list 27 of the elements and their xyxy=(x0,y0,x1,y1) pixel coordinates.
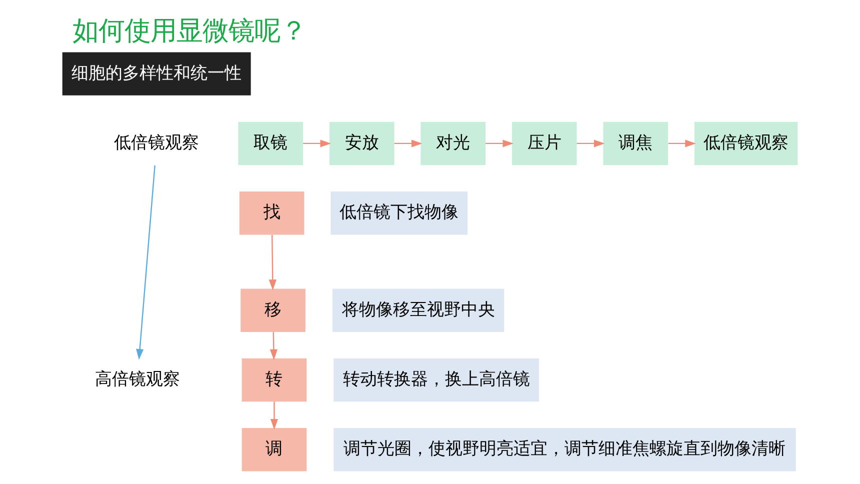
node-box: 转 xyxy=(242,358,307,402)
arrow xyxy=(268,234,276,290)
node-box: 压片 xyxy=(512,121,577,165)
arrow xyxy=(486,139,514,147)
node-box: 移 xyxy=(240,288,306,332)
arrow xyxy=(136,164,156,360)
node-box: 调焦 xyxy=(603,121,668,165)
arrow xyxy=(270,401,278,430)
node-box: 调节光圈，使视野明亮适宜，调节细准焦螺旋直到物像清晰 xyxy=(334,427,796,471)
arrow xyxy=(668,139,696,147)
node-box: 找 xyxy=(239,190,304,234)
arrow xyxy=(303,139,332,147)
node-box: 低倍镜观察 xyxy=(694,121,798,165)
label: 细胞的多样性和统一性 xyxy=(72,62,242,82)
node-box: 对光 xyxy=(420,121,486,165)
arrow xyxy=(270,332,278,360)
node-box: 安放 xyxy=(329,121,394,165)
diagram-title: 如何使用显微镜呢？ xyxy=(72,15,307,46)
node-box: 取镜 xyxy=(238,121,304,165)
node-box: 转动转换器，换上高倍镜 xyxy=(334,358,539,402)
node-box: 将物像移至视野中央 xyxy=(332,288,504,332)
node-box: 低倍镜下找物像 xyxy=(330,190,468,234)
node-box: 调 xyxy=(242,427,307,471)
node-text: 低倍镜观察 xyxy=(114,131,200,152)
arrow xyxy=(394,139,422,147)
arrow xyxy=(576,139,605,147)
node-text: 高倍镜观察 xyxy=(94,368,180,388)
